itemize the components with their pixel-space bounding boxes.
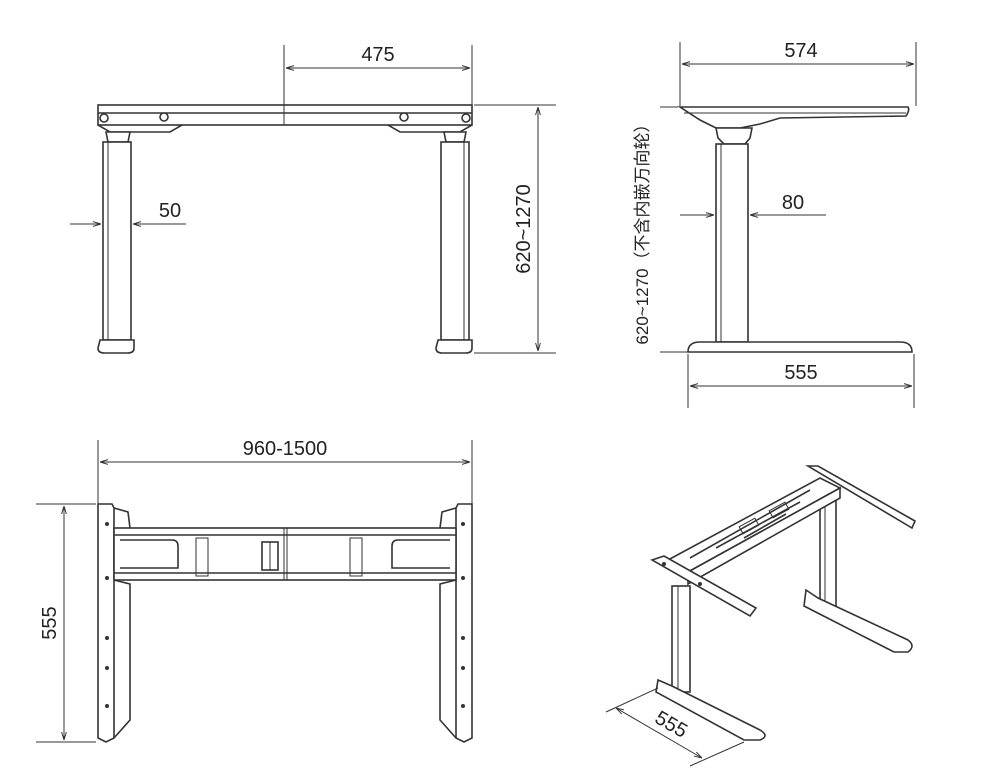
- iso-view: 555: [605, 465, 917, 767]
- front-left-leg: [102, 141, 132, 341]
- iso-right-foot: [803, 588, 913, 653]
- side-view: 574 80 555 620~1270（不含内嵌万向轮）: [633, 40, 917, 408]
- iso-front-left-rail: [650, 555, 758, 618]
- front-view: 475 50 620~1270: [70, 44, 556, 354]
- front-right-foot: [435, 339, 473, 354]
- dim-width-range: 960-1500: [243, 438, 328, 460]
- iso-back-right-rail: [805, 465, 917, 530]
- iso-right-column: [819, 499, 837, 613]
- iso-left-column: [671, 585, 691, 693]
- front-top-beam: [97, 104, 473, 126]
- front-right-leg: [440, 141, 470, 341]
- front-left-foot: [97, 339, 135, 354]
- top-frame: [113, 527, 457, 581]
- left-motor-housing: [120, 539, 179, 569]
- dim-top-view-depth: 555: [39, 606, 61, 639]
- top-view: 960-1500: [36, 438, 473, 743]
- side-base: [687, 341, 913, 353]
- dim-height-range: 620~1270: [513, 184, 535, 274]
- right-motor-housing: [391, 539, 450, 569]
- height-note: 620~1270（不含内嵌万向轮）: [633, 115, 652, 344]
- dim-base-depth: 555: [784, 362, 817, 384]
- iso-left-foot: [655, 678, 766, 741]
- dim-iso-base-depth: 555: [651, 707, 691, 743]
- side-top-plate: [677, 106, 910, 129]
- dim-column-width: 80: [782, 192, 804, 214]
- iso-front-beam: [666, 477, 842, 573]
- dim-leg-width: 50: [159, 200, 181, 222]
- dim-top-depth: 574: [784, 40, 817, 62]
- dim-top-width: 475: [361, 44, 394, 66]
